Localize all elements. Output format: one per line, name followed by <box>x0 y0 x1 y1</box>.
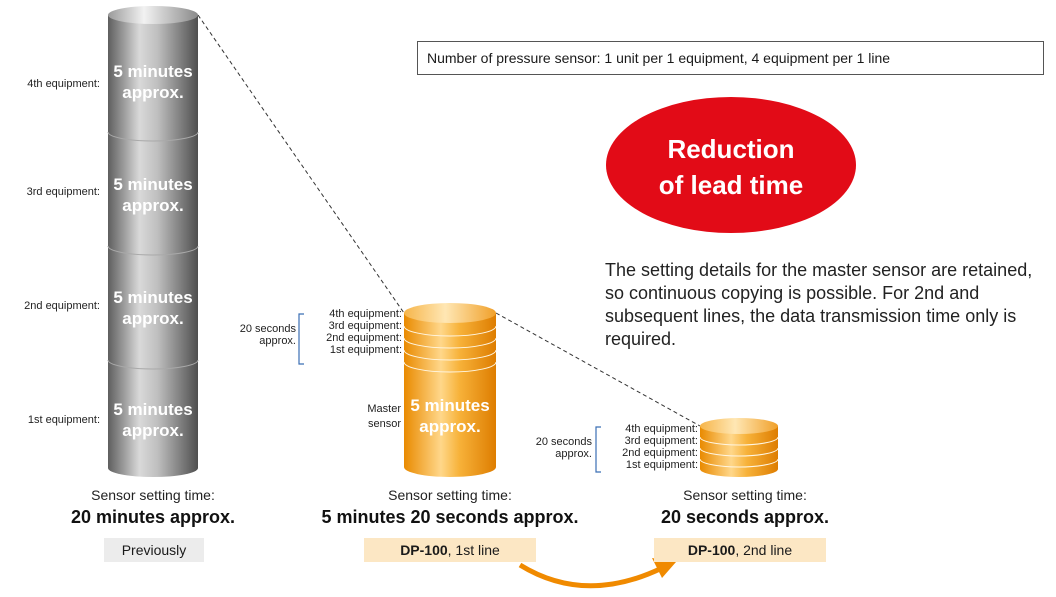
mid-label-1st: 1st equipment: <box>329 344 402 356</box>
master-text-line2: approx. <box>419 417 481 436</box>
connector-line-left <box>197 14 405 314</box>
left-time: 20 minutes approx. <box>70 507 236 527</box>
segment-2nd-text: 5 minutes approx. <box>108 287 198 329</box>
left-label-2nd: 2nd equipment: <box>24 300 100 312</box>
right-tag-bold: DP-100 <box>687 542 736 558</box>
badge-line1: Reduction <box>667 134 795 164</box>
master-sensor-label: Master sensor <box>340 402 401 432</box>
segment-2nd-line2: approx. <box>122 309 184 328</box>
master-line1: Master <box>367 403 401 415</box>
mid-tag-bold: DP-100 <box>400 542 448 558</box>
segment-3rd-text: 5 minutes approx. <box>108 174 198 216</box>
copy-cylinder <box>699 418 779 477</box>
mid-label-3rd: 3rd equipment: <box>328 320 402 332</box>
segment-4th-line1: 5 minutes <box>113 62 193 81</box>
master-cylinder <box>403 303 497 477</box>
left-label-3rd: 3rd equipment: <box>26 186 100 198</box>
reduction-badge <box>606 97 856 233</box>
previous-cylinder <box>107 6 199 477</box>
connector-line-right <box>495 312 701 427</box>
right-tag-rest: , 2nd line <box>735 542 793 558</box>
segment-1st-line2: approx. <box>122 421 184 440</box>
curved-arrow <box>518 562 664 589</box>
badge-text: Reduction of lead time <box>606 131 856 203</box>
right-label-4th: 4th equipment: <box>625 423 698 435</box>
right-label-2nd: 2nd equipment: <box>622 447 698 459</box>
master-line2: sensor <box>367 418 401 430</box>
right-bracket-line1: 20 seconds <box>535 436 592 448</box>
arrow-head <box>652 558 676 578</box>
left-label-4th: 4th equipment: <box>27 78 100 90</box>
mid-bracket-text: 20 seconds approx. <box>232 323 296 347</box>
segment-2nd-line1: 5 minutes <box>113 288 193 307</box>
segment-3rd-line1: 5 minutes <box>113 175 193 194</box>
previously-tag: Previously <box>104 538 204 562</box>
left-label-1st: 1st equipment: <box>27 414 100 426</box>
badge-line2: of lead time <box>658 170 804 200</box>
master-text-line1: 5 minutes <box>410 396 490 415</box>
mid-bracket-line1: 20 seconds <box>239 323 296 335</box>
description-text: The setting details for the master senso… <box>605 260 1033 349</box>
segment-4th-line2: approx. <box>122 83 184 102</box>
mid-caption: Sensor setting time: <box>388 487 512 503</box>
segment-3rd-line2: approx. <box>122 196 184 215</box>
right-caption: Sensor setting time: <box>683 487 807 503</box>
bracket-middle <box>298 313 304 365</box>
right-bracket-line2: approx. <box>555 448 592 460</box>
mid-bracket-line2: approx. <box>259 335 296 347</box>
left-caption: Sensor setting time: <box>91 487 215 503</box>
note-box: Number of pressure sensor: 1 unit per 1 … <box>417 41 1044 75</box>
right-time: 20 seconds approx. <box>660 507 830 527</box>
right-bracket-text: 20 seconds approx. <box>525 436 592 460</box>
segment-1st-text: 5 minutes approx. <box>108 399 198 441</box>
right-label-1st: 1st equipment: <box>625 459 698 471</box>
mid-tag-rest: , 1st line <box>447 542 500 558</box>
right-label-3rd: 3rd equipment: <box>624 435 698 447</box>
mid-time: 5 minutes 20 seconds approx. <box>321 507 579 527</box>
bracket-right <box>595 426 601 473</box>
mid-label-2nd: 2nd equipment: <box>326 332 402 344</box>
segment-1st-line1: 5 minutes <box>113 400 193 419</box>
mid-label-4th: 4th equipment: <box>329 308 402 320</box>
segment-4th-text: 5 minutes approx. <box>108 61 198 103</box>
master-segment-text: 5 minutes approx. <box>404 395 496 437</box>
dp100-2nd-line-tag: DP-100, 2nd line <box>654 538 826 562</box>
dp100-1st-line-tag: DP-100, 1st line <box>364 538 536 562</box>
